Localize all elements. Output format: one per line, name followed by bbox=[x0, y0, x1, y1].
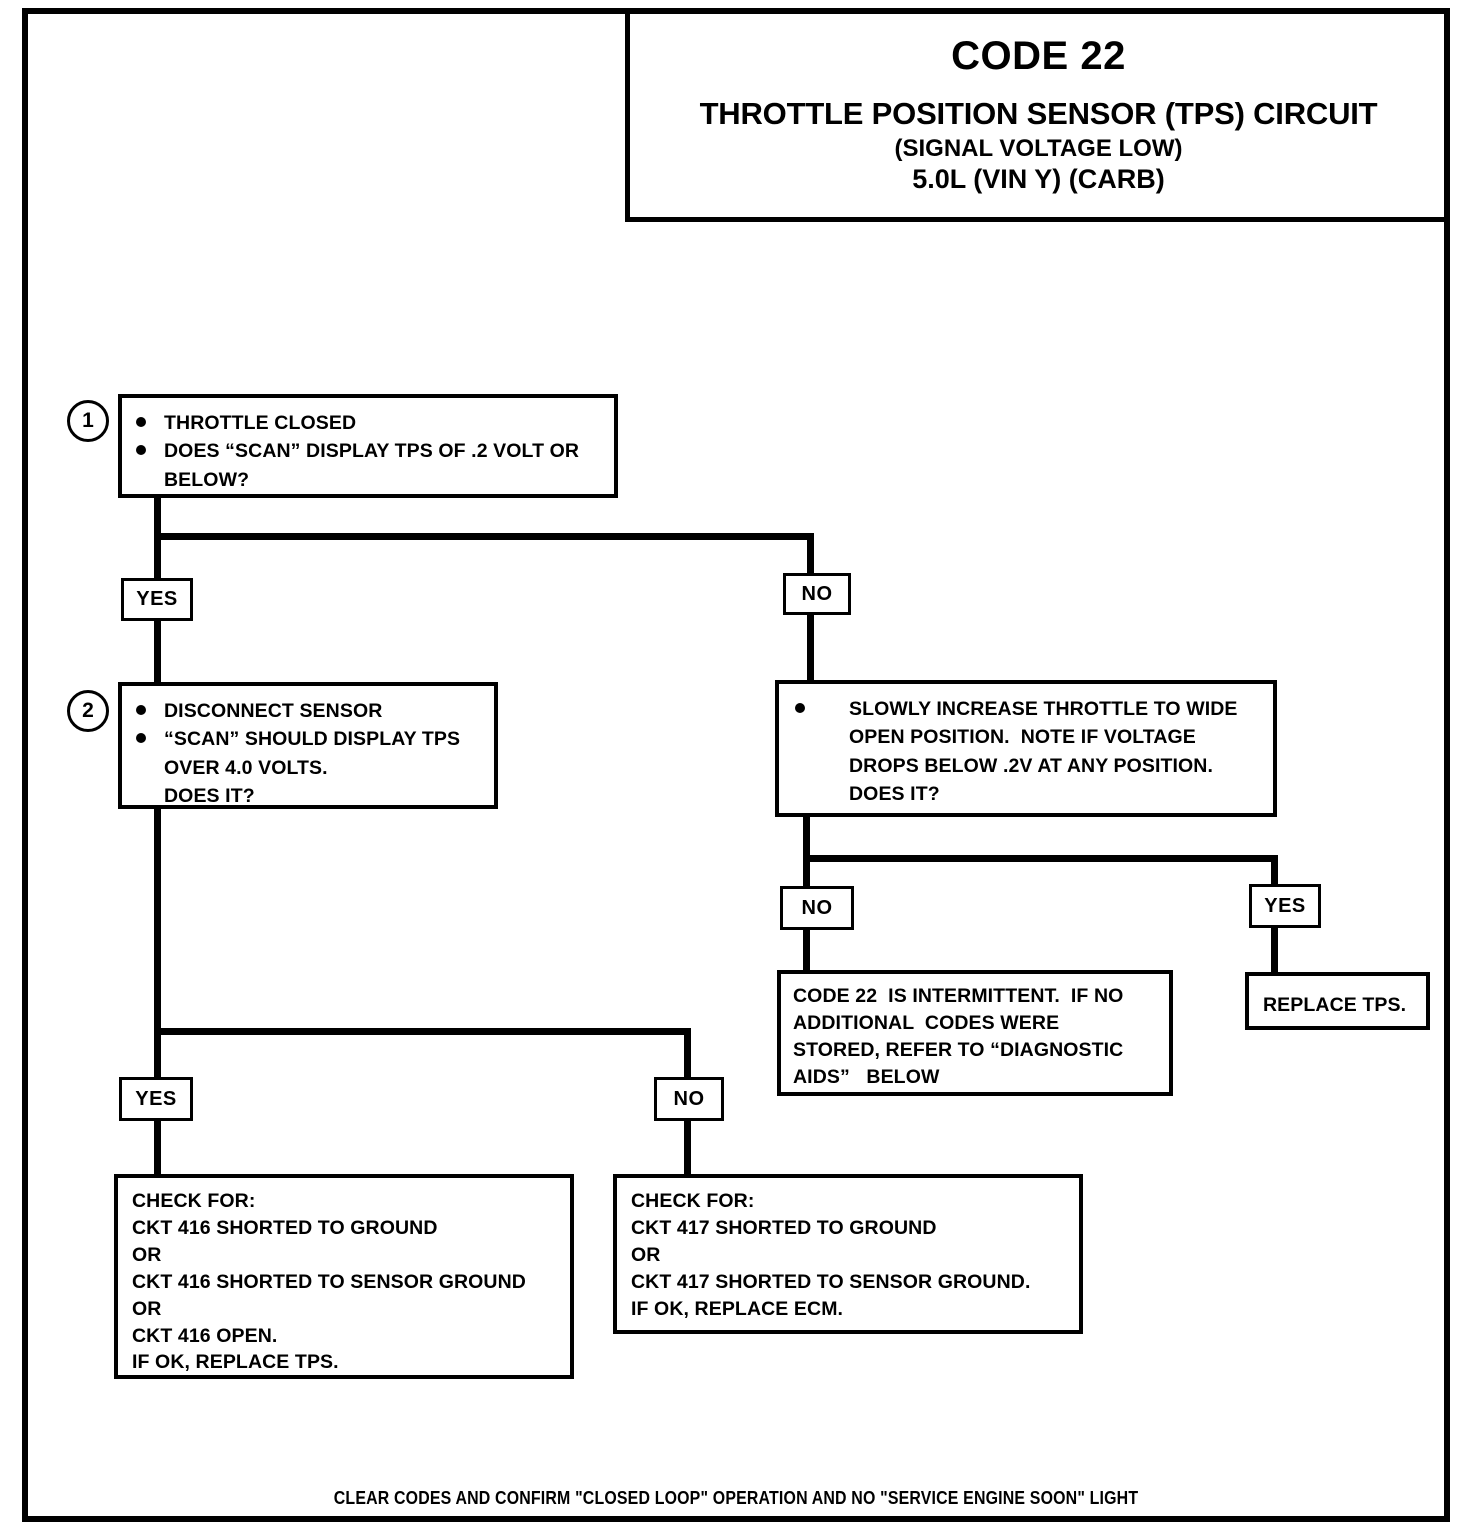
tag-step1-no: NO bbox=[783, 573, 851, 615]
replace-tps-line1: REPLACE TPS. bbox=[1263, 994, 1407, 1016]
connector-step1-split bbox=[154, 533, 814, 540]
tag-step2-yes-label: YES bbox=[135, 1087, 177, 1110]
sweep-text: SLOWLY INCREASE THROTTLE TO WIDE OPEN PO… bbox=[849, 695, 1263, 808]
connector-step2-split bbox=[154, 1028, 690, 1035]
check417-line5: IF OK, REPLACE ECM. bbox=[631, 1297, 844, 1320]
tag-sweep-yes: YES bbox=[1249, 884, 1321, 928]
step2-bullet-2-text: “SCAN” SHOULD DISPLAY TPS OVER 4.0 VOLTS… bbox=[164, 725, 484, 810]
tag-step2-no: NO bbox=[654, 1077, 724, 1121]
box-replace-tps: REPLACE TPS. bbox=[1245, 972, 1430, 1030]
bullet-icon bbox=[136, 733, 146, 744]
check416-line7: IF OK, REPLACE TPS. bbox=[132, 1351, 339, 1374]
sweep-line2: OPEN POSITION. NOTE IF VOLTAGE bbox=[849, 726, 1196, 749]
connector-step1-down bbox=[154, 494, 161, 540]
check416-line4: CKT 416 SHORTED TO SENSOR GROUND bbox=[132, 1270, 526, 1293]
tag-step1-yes-label: YES bbox=[136, 588, 178, 610]
box-step1: THROTTLE CLOSED DOES “SCAN” DISPLAY TPS … bbox=[118, 394, 618, 498]
step2-bullet-2: “SCAN” SHOULD DISPLAY TPS OVER 4.0 VOLTS… bbox=[136, 725, 484, 810]
step1-bullet-2-line1: DOES “SCAN” DISPLAY TPS OF .2 VOLT OR bbox=[164, 440, 580, 463]
bullet-icon bbox=[795, 703, 805, 713]
tag-sweep-no-label: NO bbox=[801, 896, 833, 919]
box-throttle-sweep: SLOWLY INCREASE THROTTLE TO WIDE OPEN PO… bbox=[775, 680, 1277, 817]
check417-line1: CHECK FOR: bbox=[631, 1190, 755, 1212]
sweep-line3: DROPS BELOW .2V AT ANY POSITION. bbox=[849, 754, 1213, 777]
box-check-ckt-417: CHECK FOR: CKT 417 SHORTED TO GROUND OR … bbox=[613, 1174, 1083, 1334]
connector-step2-down bbox=[154, 808, 161, 1036]
step2-bullet-1-text: DISCONNECT SENSOR bbox=[164, 700, 383, 722]
intermittent-line3: STORED, REFER TO “DIAGNOSTIC bbox=[793, 1038, 1124, 1061]
check416-line2: CKT 416 SHORTED TO GROUND bbox=[132, 1216, 438, 1239]
step2-bullet-2-line3: DOES IT? bbox=[164, 784, 255, 807]
intermittent-line4: AIDS” BELOW bbox=[793, 1065, 940, 1088]
intermittent-line1: CODE 22 IS INTERMITTENT. IF NO bbox=[793, 985, 1124, 1007]
step2-bullet-2-line2: OVER 4.0 VOLTS. bbox=[164, 756, 328, 779]
step-number-1: 1 bbox=[67, 400, 109, 442]
step-number-1-label: 1 bbox=[82, 409, 94, 432]
step1-bullet-1: THROTTLE CLOSED bbox=[136, 409, 604, 437]
box-intermittent: CODE 22 IS INTERMITTENT. IF NO ADDITIONA… bbox=[777, 970, 1173, 1096]
check417-line4: CKT 417 SHORTED TO SENSOR GROUND. bbox=[631, 1270, 1031, 1293]
title-engine: 5.0L (VIN Y) (CARB) bbox=[912, 163, 1165, 194]
step-number-2-label: 2 bbox=[82, 699, 94, 722]
intermittent-line2: ADDITIONAL CODES WERE bbox=[793, 1011, 1060, 1034]
tag-sweep-yes-label: YES bbox=[1264, 894, 1306, 917]
bullet-icon bbox=[136, 705, 146, 715]
check417-line3: OR bbox=[631, 1243, 661, 1266]
page-border bbox=[22, 8, 1450, 1522]
footer-note: CLEAR CODES AND CONFIRM "CLOSED LOOP" OP… bbox=[333, 1487, 1139, 1508]
title-block: CODE 22 THROTTLE POSITION SENSOR (TPS) C… bbox=[625, 14, 1447, 222]
sweep-line1: SLOWLY INCREASE THROTTLE TO WIDE bbox=[849, 698, 1238, 720]
step-number-2: 2 bbox=[67, 690, 109, 732]
tag-sweep-no: NO bbox=[780, 886, 854, 930]
check417-line2: CKT 417 SHORTED TO GROUND bbox=[631, 1216, 937, 1239]
step1-bullet-1-text: THROTTLE CLOSED bbox=[164, 412, 357, 434]
step1-bullet-2-line2: BELOW? bbox=[164, 468, 250, 491]
step1-bullet-2-text: DOES “SCAN” DISPLAY TPS OF .2 VOLT OR BE… bbox=[164, 437, 604, 494]
tag-step1-yes: YES bbox=[121, 578, 193, 621]
connector-sweep-split bbox=[803, 855, 1278, 862]
tag-step2-no-label: NO bbox=[673, 1087, 705, 1110]
sweep-line4: DOES IT? bbox=[849, 782, 940, 805]
check416-line3: OR bbox=[132, 1243, 162, 1266]
check416-line1: CHECK FOR: bbox=[132, 1190, 256, 1212]
sweep-bullet: SLOWLY INCREASE THROTTLE TO WIDE OPEN PO… bbox=[795, 695, 1263, 808]
bullet-icon bbox=[136, 445, 146, 456]
step2-bullet-1: DISCONNECT SENSOR bbox=[136, 697, 484, 725]
box-check-ckt-416: CHECK FOR: CKT 416 SHORTED TO GROUND OR … bbox=[114, 1174, 574, 1379]
tag-step2-yes: YES bbox=[119, 1077, 193, 1121]
bullet-icon bbox=[136, 417, 146, 427]
check416-line5: OR bbox=[132, 1297, 162, 1320]
tag-step1-no-label: NO bbox=[801, 582, 833, 605]
title-main: THROTTLE POSITION SENSOR (TPS) CIRCUIT bbox=[699, 96, 1378, 131]
check416-line6: CKT 416 OPEN. bbox=[132, 1324, 278, 1347]
title-subtitle: (SIGNAL VOLTAGE LOW) bbox=[894, 134, 1183, 162]
box-step2: DISCONNECT SENSOR “SCAN” SHOULD DISPLAY … bbox=[118, 682, 498, 809]
title-code: CODE 22 bbox=[951, 34, 1126, 78]
step2-bullet-2-line1: “SCAN” SHOULD DISPLAY TPS bbox=[164, 728, 461, 751]
connector-sweep-down bbox=[803, 813, 810, 863]
step1-bullet-2: DOES “SCAN” DISPLAY TPS OF .2 VOLT OR BE… bbox=[136, 437, 604, 494]
